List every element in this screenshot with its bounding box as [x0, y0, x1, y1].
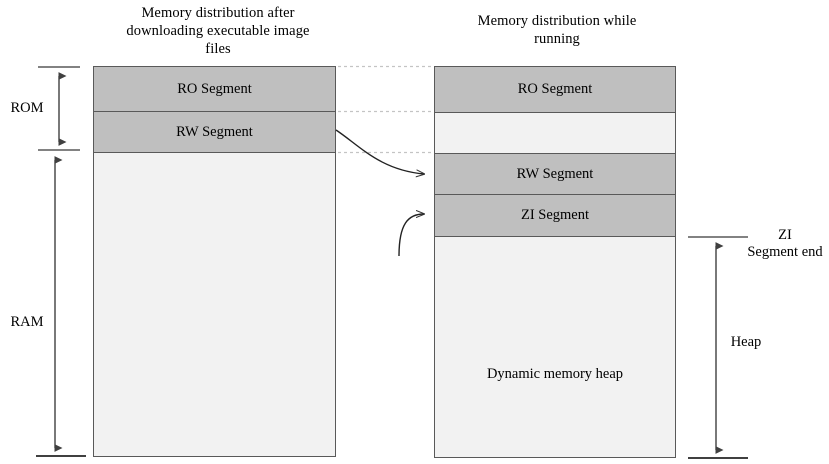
flow-arrow-zi-creation [398, 214, 424, 257]
left-column-title: Memory distribution after downloading ex… [126, 5, 310, 57]
right-segment-gap [435, 113, 675, 154]
guide-lines [338, 65, 433, 154]
bracket-label-heap: Heap [730, 334, 762, 350]
right-column-title: Memory distribution while running [477, 13, 637, 47]
right-segment-zi: ZI Segment [435, 195, 675, 237]
left-segment-rw-label: RW Segment [176, 123, 253, 140]
right-segment-zi-label: ZI Segment [520, 207, 590, 223]
right-segment-ro: RO Segment [435, 67, 675, 113]
right-segment-rw-label: RW Segment [516, 165, 594, 182]
bracket-label-zi-segment-end: ZI Segment end [747, 227, 823, 260]
right-segment-heap: Dynamic memory heap [435, 237, 675, 456]
right-segment-ro-label: RO Segment [517, 81, 593, 97]
right-segment-rw: RW Segment [435, 154, 675, 195]
left-segment-ro-label: RO Segment [177, 80, 252, 97]
bracket-label-rom: ROM [10, 100, 44, 116]
left-segment-free [94, 153, 335, 455]
flow-arrow-rw-relocation [335, 129, 424, 174]
right-memory-column: RO Segment RW Segment ZI Segment Dynamic… [434, 66, 676, 458]
bracket-label-ram: RAM [10, 314, 44, 330]
dimension-ram [36, 156, 86, 457]
right-segment-heap-label: Dynamic memory heap [486, 366, 624, 382]
left-segment-ro: RO Segment [94, 67, 335, 112]
left-segment-rw: RW Segment [94, 112, 335, 153]
left-memory-column: RO Segment RW Segment [93, 66, 336, 457]
